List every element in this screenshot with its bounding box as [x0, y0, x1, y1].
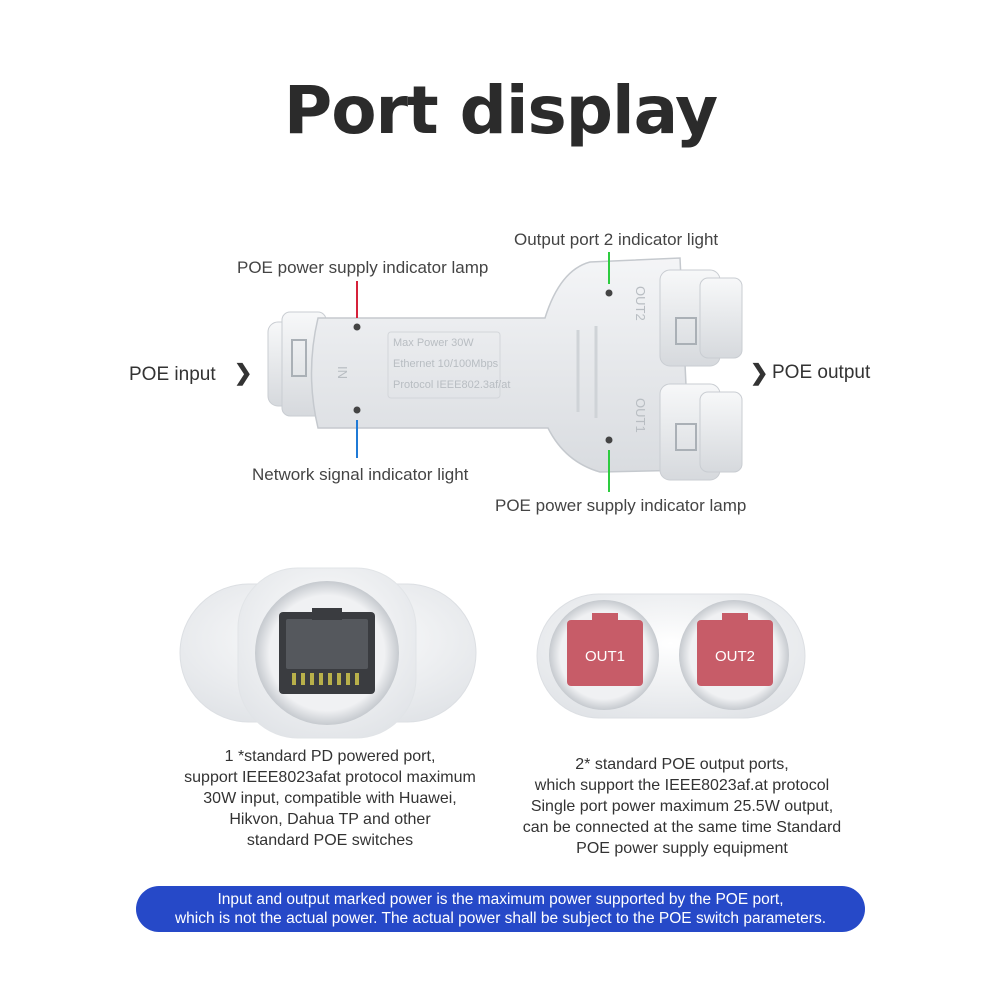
input-desc-line: standard POE switches	[246, 832, 414, 849]
input-port-closeup	[179, 567, 477, 739]
output-ports-description: 2* standard POE output ports, which supp…	[472, 754, 892, 859]
output-desc-line: can be connected at the same time Standa…	[522, 819, 842, 836]
out1-port	[567, 620, 643, 686]
page-title: Port display	[283, 72, 718, 149]
spec-line-3: Protocol IEEE802.3af/at	[393, 379, 510, 391]
input-desc-line: 1 *standard PD powered port,	[224, 748, 436, 765]
poe-lamp-top-label: POE power supply indicator lamp	[237, 258, 489, 277]
note-line: Input and output marked power is the max…	[217, 891, 784, 908]
poe-lamp-bottom-label: POE power supply indicator lamp	[495, 496, 747, 515]
output-port-2-light-label: Output port 2 indicator light	[514, 230, 719, 249]
in-marking: IN	[335, 366, 350, 379]
output-ports-closeup: OUT1 OUT2	[536, 593, 806, 719]
out1-marking: OUT1	[633, 398, 648, 433]
out2-indicator-led	[605, 289, 613, 297]
input-desc-line: Hikvon, Dahua TP and other	[229, 811, 431, 828]
poe-lamp-input-led	[353, 323, 361, 331]
input-port-description: 1 *standard PD powered port, support IEE…	[120, 746, 540, 851]
spec-line-1: Max Power 30W	[393, 337, 474, 349]
output-desc-line: Single port power maximum 25.5W output,	[530, 798, 834, 815]
out2-marking: OUT2	[633, 286, 648, 321]
poe-output-label: POE output	[772, 362, 871, 383]
poe-input-label: POE input	[129, 364, 216, 385]
network-signal-led	[353, 406, 361, 414]
input-desc-line: 30W input, compatible with Huawei,	[203, 790, 457, 807]
spec-line-2: Ethernet 10/100Mbps	[393, 358, 499, 370]
output-desc-line: 2* standard POE output ports,	[575, 756, 789, 773]
power-note-banner: Input and output marked power is the max…	[136, 886, 865, 932]
input-desc-line: support IEEE8023afat protocol maximum	[184, 769, 476, 786]
output-desc-line: which support the IEEE8023af.at protocol	[534, 777, 830, 794]
out2-port	[697, 620, 773, 686]
network-signal-light-label: Network signal indicator light	[252, 465, 469, 484]
chevron-right-icon: ❯	[750, 360, 769, 385]
output-plug-2	[659, 269, 743, 367]
out1-port-label: OUT1	[585, 648, 625, 665]
device-body	[310, 257, 691, 473]
chevron-right-icon: ❯	[234, 360, 253, 385]
out1-poe-lamp-led	[605, 436, 613, 444]
note-line: which is not the actual power. The actua…	[174, 910, 827, 927]
out2-port-label: OUT2	[715, 648, 755, 665]
output-desc-line: POE power supply equipment	[576, 840, 788, 857]
output-plug-1	[659, 383, 743, 481]
